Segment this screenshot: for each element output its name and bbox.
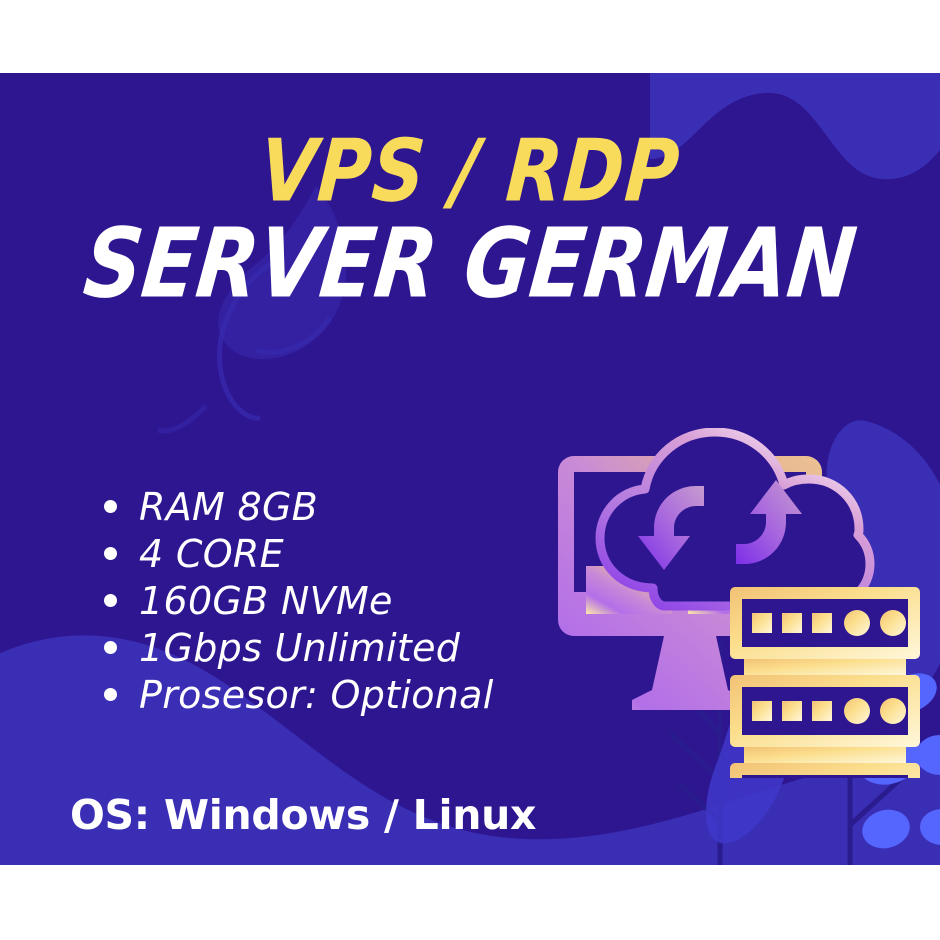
bullet-icon <box>104 547 117 560</box>
spec-label: 1Gbps Unlimited <box>139 625 461 670</box>
spec-item-processor: Prosesor: Optional <box>104 671 494 718</box>
poster-canvas: VPS / RDP SERVER GERMAN RAM 8GB 4 CORE 1… <box>0 73 940 865</box>
headline-block: VPS / RDP SERVER GERMAN <box>0 121 940 319</box>
spec-item-cores: 4 CORE <box>104 530 494 577</box>
spec-list: RAM 8GB 4 CORE 160GB NVMe 1Gbps Unlimite… <box>104 483 494 718</box>
spec-label: 4 CORE <box>139 531 284 576</box>
spec-label: 160GB NVMe <box>139 578 393 623</box>
spec-item-ram: RAM 8GB <box>104 483 494 530</box>
spec-item-storage: 160GB NVMe <box>104 577 494 624</box>
spec-label: Prosesor: Optional <box>139 672 494 717</box>
bullet-icon <box>104 641 117 654</box>
bullet-icon <box>104 688 117 701</box>
headline-line-1: VPS / RDP <box>256 121 684 222</box>
sync-arrows-icon <box>638 480 802 570</box>
server-rack-icon <box>730 587 920 778</box>
spec-label: RAM 8GB <box>139 484 319 529</box>
bullet-icon <box>104 594 117 607</box>
bullet-icon <box>104 500 117 513</box>
os-label: OS: Windows / Linux <box>70 791 537 839</box>
cloud-server-illustration <box>552 428 940 778</box>
headline-line-2: SERVER GERMAN <box>79 207 862 320</box>
spec-item-bandwidth: 1Gbps Unlimited <box>104 624 494 671</box>
